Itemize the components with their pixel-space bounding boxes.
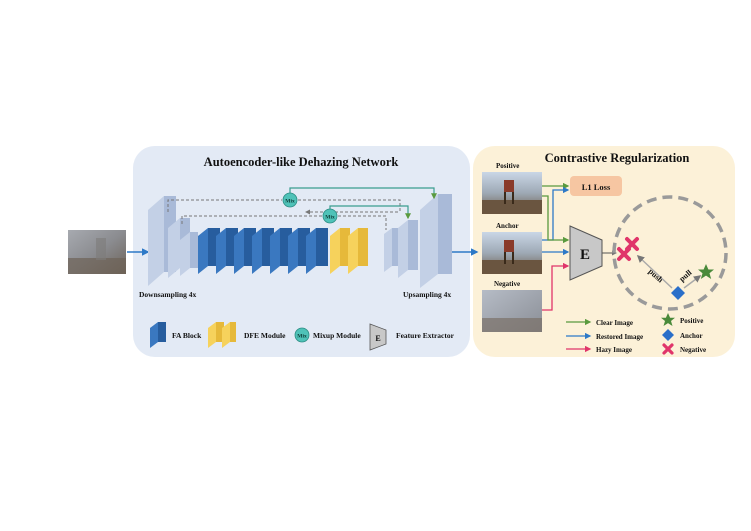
l1-loss-box: L1 Loss <box>570 176 622 196</box>
legend-negative: Negative <box>662 343 706 355</box>
legend-dfe-module: DFE Module <box>208 322 286 348</box>
svg-text:Restored Image: Restored Image <box>596 333 643 341</box>
mixup-connections <box>167 187 437 230</box>
anchor-image <box>482 232 542 274</box>
positive-to-extractor-arrow <box>542 195 570 244</box>
positive-label: Positive <box>496 162 519 170</box>
downsampling-blocks <box>148 196 198 286</box>
svg-text:Mix: Mix <box>285 199 295 205</box>
mixup-node: Mix <box>282 192 298 208</box>
svg-text:FA Block: FA Block <box>172 331 202 340</box>
upsampling-label: Upsampling 4x <box>403 290 451 299</box>
svg-text:Mixup Module: Mixup Module <box>313 331 361 340</box>
svg-text:Anchor: Anchor <box>680 332 703 340</box>
svg-text:Feature Extractor: Feature Extractor <box>396 331 455 340</box>
positive-image <box>482 172 542 214</box>
svg-text:Hazy Image: Hazy Image <box>596 346 632 354</box>
legend-anchor: Anchor <box>662 329 703 341</box>
svg-text:E: E <box>580 247 590 263</box>
svg-text:Clear Image: Clear Image <box>596 319 633 327</box>
svg-text:E: E <box>375 334 380 343</box>
legend-clear-image: Clear Image <box>566 318 633 327</box>
legend-positive: Positive <box>661 313 703 326</box>
anchor-label: Anchor <box>496 222 519 230</box>
negative-cross <box>617 247 631 261</box>
dfe-modules <box>330 228 368 274</box>
negative-image <box>482 290 542 332</box>
push-arrow <box>636 254 673 289</box>
svg-text:DFE Module: DFE Module <box>244 331 286 340</box>
svg-text:Positive: Positive <box>680 317 703 325</box>
anchor-diamond <box>671 286 685 300</box>
input-hazy-image <box>68 230 126 274</box>
negative-to-extractor-arrow <box>542 262 570 311</box>
mixup-node: Mix <box>322 208 338 224</box>
dfe-module <box>348 228 368 274</box>
downsampling-label: Downsampling 4x <box>139 290 197 299</box>
legend-mixup-module: Mix Mixup Module <box>294 327 361 343</box>
svg-text:Negative: Negative <box>680 346 706 354</box>
legend-restored-image: Restored Image <box>566 332 643 341</box>
fa-blocks <box>198 228 328 274</box>
positive-star <box>698 264 714 279</box>
fa-block <box>306 228 328 274</box>
dfe-module <box>330 228 350 274</box>
upsampling-blocks <box>384 194 452 288</box>
negative-label: Negative <box>494 280 520 288</box>
legend-hazy-image: Hazy Image <box>566 345 632 354</box>
left-panel-title: Autoencoder-like Dehazing Network <box>204 155 399 169</box>
svg-text:Mix: Mix <box>297 334 307 340</box>
legend-feature-extractor: E Feature Extractor <box>369 323 455 351</box>
svg-text:Mix: Mix <box>325 215 335 221</box>
latent-space-circle <box>612 195 728 311</box>
svg-text:L1 Loss: L1 Loss <box>582 182 611 192</box>
feature-extractor: E <box>569 225 603 281</box>
right-panel-title: Contrastive Regularization <box>545 151 690 165</box>
legend-fa-block: FA Block <box>150 322 202 348</box>
pull-arrow <box>683 275 702 289</box>
